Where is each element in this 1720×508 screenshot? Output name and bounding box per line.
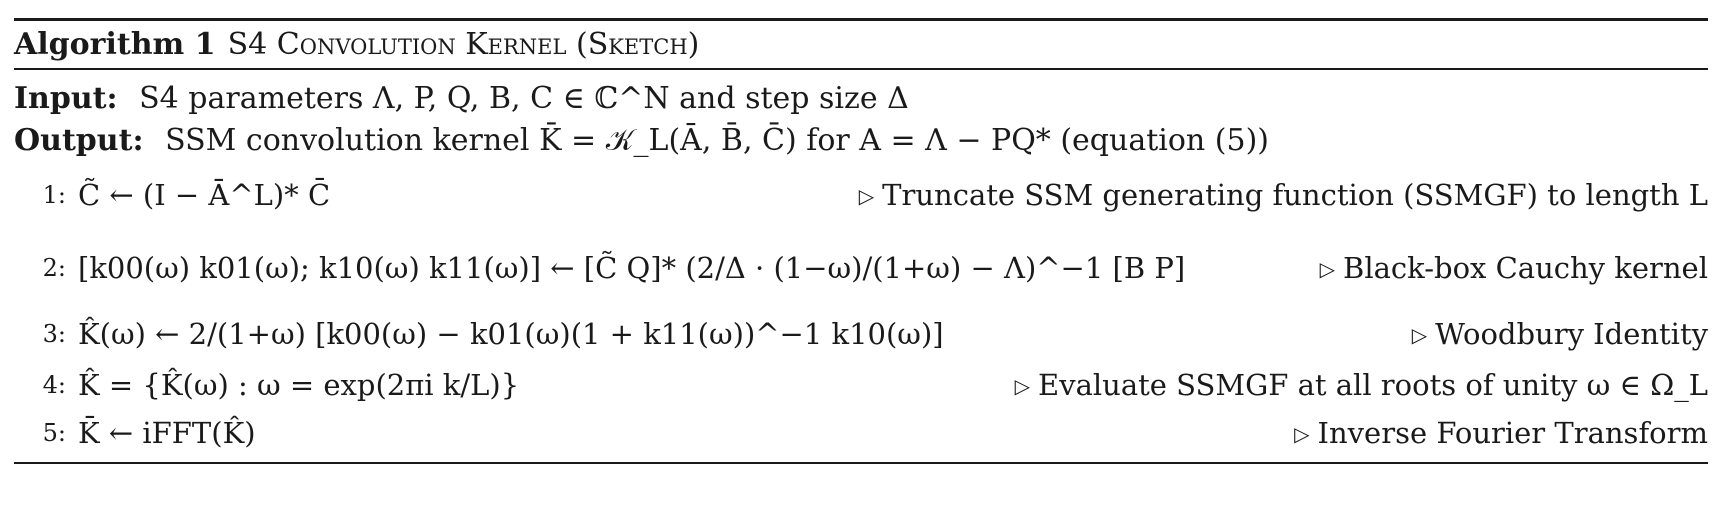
bottom-rule (14, 462, 1708, 464)
step-comment-text: Inverse Fourier Transform (1317, 416, 1708, 450)
output-text: SSM convolution kernel K̄ = 𝒦_L(Ā, B̄, C… (165, 123, 1269, 158)
algorithm-caption: Algorithm 1 S4 Convolution Kernel (Sketc… (14, 21, 1708, 68)
step-number: 4: (42, 371, 66, 399)
step-comment: ▷ Black-box Cauchy kernel (1320, 251, 1708, 285)
algorithm-body: Input: S4 parameters Λ, P, Q, B, C ∈ ℂ^N… (14, 70, 1708, 456)
step-comment-text: Truncate SSM generating function (SSMGF)… (882, 178, 1708, 212)
top-rule (14, 18, 1708, 21)
algorithm-step-1: 1: C̃ ← (I − Ā^L)* C̄ ▷ Truncate SSM gene… (14, 162, 1708, 228)
step-comment: ▷ Evaluate SSMGF at all roots of unity ω … (1015, 368, 1708, 402)
step-statement: K̂(ω) ← 2/(1+ω) [k00(ω) − k01(ω)(1 + k11… (78, 317, 944, 351)
algorithm-block: Algorithm 1 S4 Convolution Kernel (Sketc… (14, 18, 1708, 464)
step-comment-text: Black-box Cauchy kernel (1343, 251, 1708, 285)
input-keyword: Input: (14, 81, 118, 116)
step-statement: [k00(ω) k01(ω); k10(ω) k11(ω)] ← [C̃ Q]*… (78, 251, 1186, 285)
caption-rule (14, 68, 1708, 70)
comment-triangle-icon: ▷ (1294, 422, 1310, 446)
step-statement: K̄ ← iFFT(K̂) (78, 416, 256, 450)
step-number: 5: (42, 419, 66, 447)
step-comment: ▷ Woodbury Identity (1412, 317, 1708, 351)
step-number: 3: (42, 320, 66, 348)
algorithm-step-5: 5: K̄ ← iFFT(K̂) ▷ Inverse Fourier Transf… (14, 410, 1708, 456)
comment-triangle-icon: ▷ (1411, 323, 1428, 347)
algorithm-step-2: 2: [k00(ω) k01(ω); k10(ω) k11(ω)] ← [C̃ … (14, 228, 1708, 308)
step-comment-text: Evaluate SSMGF at all roots of unity ω ∈… (1038, 368, 1708, 402)
output-line: Output: SSM convolution kernel K̄ = 𝒦_L(… (14, 120, 1708, 162)
input-text: S4 parameters Λ, P, Q, B, C ∈ ℂ^N and st… (139, 81, 909, 116)
step-statement: K̂ = {K̂(ω) : ω = exp(2πi k/L)} (78, 368, 520, 402)
algorithm-name: S4 Convolution Kernel (Sketch) (227, 27, 700, 62)
step-comment: ▷ Truncate SSM generating function (SSMGF… (859, 178, 1708, 212)
algorithm-step-4: 4: K̂ = {K̂(ω) : ω = exp(2πi k/L)} ▷ Eval… (14, 360, 1708, 410)
output-keyword: Output: (14, 123, 144, 158)
algorithm-step-3: 3: K̂(ω) ← 2/(1+ω) [k00(ω) − k01(ω)(1 + … (14, 308, 1708, 360)
comment-triangle-icon: ▷ (1319, 257, 1336, 281)
algorithm-label: Algorithm 1 (14, 27, 216, 62)
comment-triangle-icon: ▷ (858, 184, 875, 208)
step-statement: C̃ ← (I − Ā^L)* C̄ (78, 178, 331, 212)
step-number: 1: (42, 181, 66, 209)
step-comment: ▷ Inverse Fourier Transform (1294, 416, 1708, 450)
input-line: Input: S4 parameters Λ, P, Q, B, C ∈ ℂ^N… (14, 78, 1708, 120)
step-comment-text: Woodbury Identity (1435, 317, 1708, 351)
step-number: 2: (42, 254, 66, 282)
comment-triangle-icon: ▷ (1014, 374, 1031, 398)
